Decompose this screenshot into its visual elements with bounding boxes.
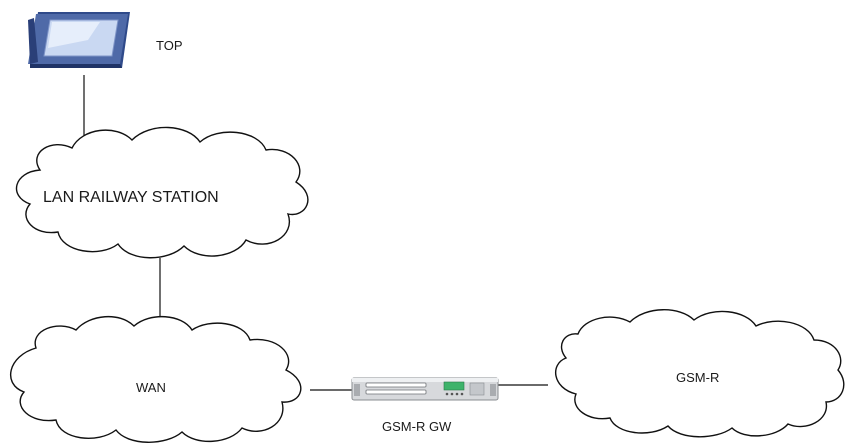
lan-cloud — [15, 126, 309, 259]
touch-panel-terminal-icon — [28, 12, 130, 68]
gateway-label: GSM-R GW — [382, 419, 452, 434]
gsmr-cloud — [554, 309, 845, 438]
wan-cloud — [9, 315, 302, 443]
rack-server-gateway-icon — [351, 377, 499, 401]
gsmr-label: GSM-R — [676, 370, 719, 385]
lan-label: LAN RAILWAY STATION — [43, 189, 219, 206]
wan-label: WAN — [136, 380, 166, 395]
top-label: TOP — [156, 38, 183, 53]
